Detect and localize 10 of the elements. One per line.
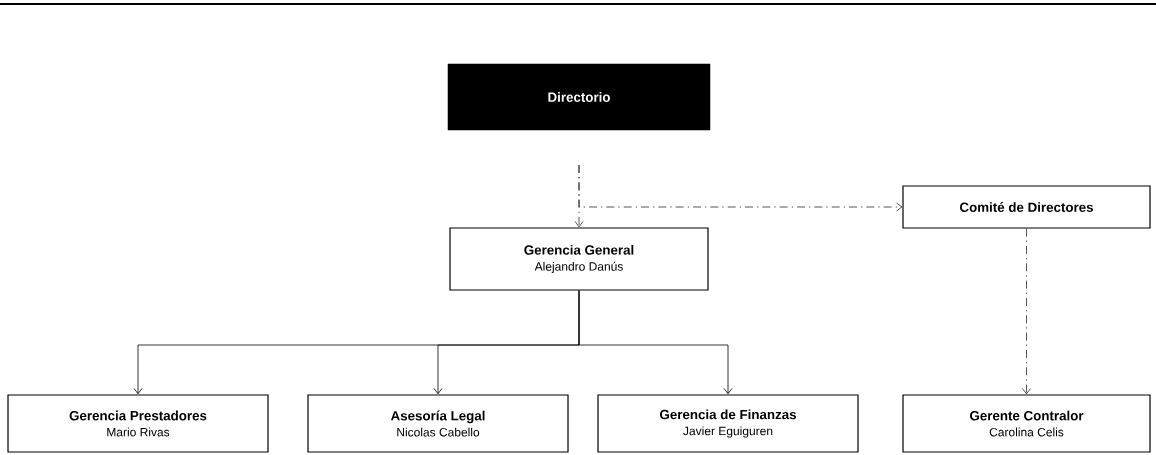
org-box: Gerencia General Alejandro Danús	[449, 227, 709, 291]
connector-arrow	[578, 164, 903, 212]
org-box: Comité de Directores	[902, 185, 1151, 229]
connector-arrow	[578, 290, 733, 395]
org-box: Gerencia de Finanzas Javier Eguiguren	[597, 394, 859, 453]
org-box: Gerente Contralor Carolina Celis	[902, 394, 1151, 453]
org-box: Gerencia Prestadores Mario Rivas	[7, 394, 269, 453]
connector-arrow	[1022, 228, 1031, 395]
board-box: Directorio	[447, 63, 711, 131]
org-box: Asesoría Legal Nicolas Cabello	[307, 394, 569, 453]
